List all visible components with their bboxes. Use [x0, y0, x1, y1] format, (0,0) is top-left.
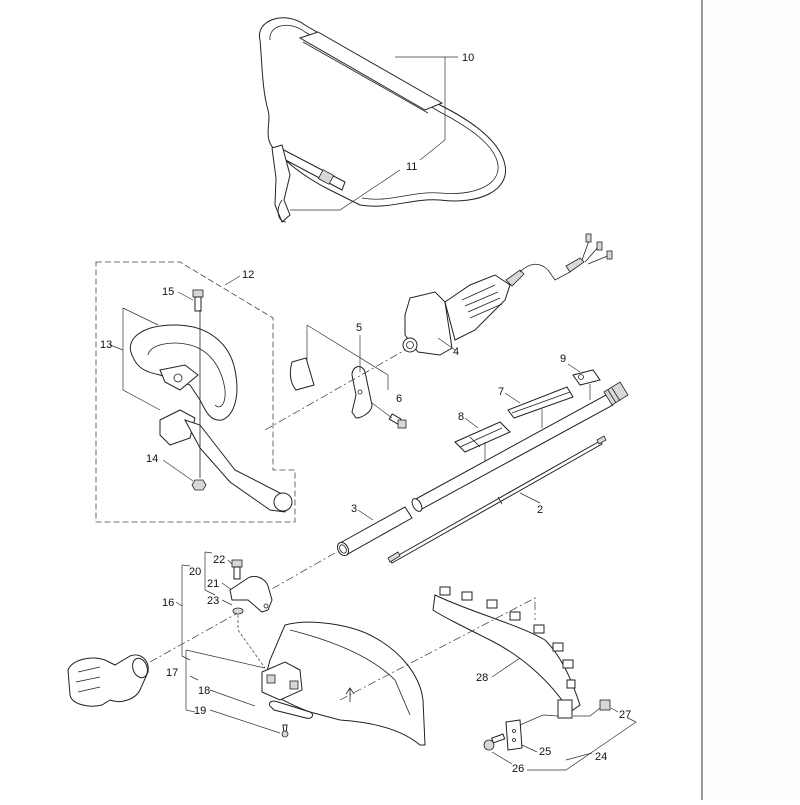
drive-shaft [387, 435, 607, 564]
callout-17: 17 [166, 667, 178, 679]
bolt-26-icon [483, 733, 506, 751]
callout-10: 10 [462, 52, 474, 64]
clamp-21 [229, 575, 273, 613]
callout-4: 4 [453, 346, 459, 358]
guard-extension [432, 586, 581, 719]
callout-11: 11 [406, 161, 417, 173]
handle-arm [159, 409, 293, 513]
nut-14-icon [191, 479, 207, 491]
callout-6: 6 [396, 393, 402, 405]
right-margin-panel [703, 0, 800, 800]
nut-27-icon [599, 699, 611, 711]
clamp-half-upper [289, 357, 315, 391]
callout-27: 27 [619, 709, 631, 721]
callout-25: 25 [539, 746, 551, 758]
tube-3 [336, 506, 413, 557]
label-9 [572, 369, 601, 386]
callout-15: 15 [162, 286, 174, 298]
callout-5: 5 [356, 322, 362, 334]
callout-8: 8 [458, 411, 464, 423]
callout-12: 12 [242, 269, 254, 281]
callout-23: 23 [207, 595, 219, 607]
callout-7: 7 [498, 386, 504, 398]
callout-16: 16 [162, 597, 174, 609]
callout-14: 14 [146, 453, 158, 465]
callout-13: 13 [100, 339, 112, 351]
callout-21: 21 [207, 578, 219, 590]
plate-25 [505, 719, 523, 751]
loop-handle [129, 324, 238, 421]
bolt-15-icon [192, 289, 204, 312]
callout-2: 2 [537, 504, 543, 516]
washer-23-icon [232, 607, 244, 615]
callout-19: 19 [194, 705, 206, 717]
handle-kit-boundary [95, 261, 296, 523]
callout-20: 20 [189, 566, 201, 578]
screw-19-icon [281, 724, 289, 738]
callout-24: 24 [595, 751, 607, 763]
callout-22: 22 [213, 554, 225, 566]
bolt-6-icon [388, 413, 407, 429]
shoulder-strap [259, 17, 506, 223]
callout-3: 3 [351, 503, 357, 515]
bolt-22-icon [231, 559, 243, 580]
clamp-5 [351, 366, 373, 419]
shaft-tube [411, 381, 629, 512]
label-7 [507, 386, 574, 419]
plate-18 [269, 700, 314, 719]
callout-9: 9 [560, 353, 566, 365]
label-8 [454, 421, 511, 453]
callout-28: 28 [476, 672, 488, 684]
guard [261, 621, 426, 746]
gear-head [67, 654, 149, 707]
callout-26: 26 [512, 763, 524, 775]
throttle-handle [402, 233, 613, 356]
vertical-divider [701, 0, 703, 800]
callout-18: 18 [198, 685, 210, 697]
